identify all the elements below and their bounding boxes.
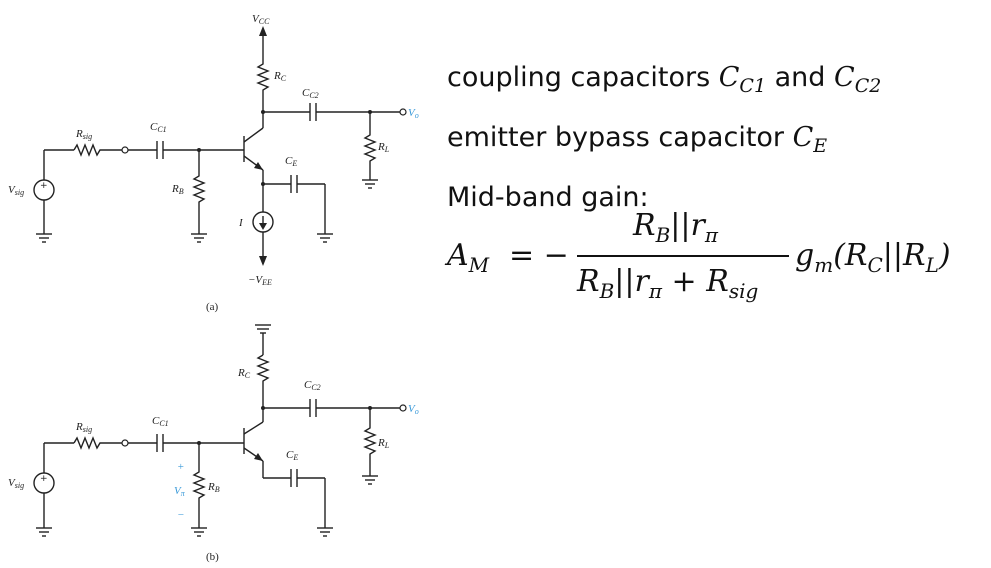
rsig-resistor xyxy=(73,143,122,157)
caption-a: (a) xyxy=(206,301,219,313)
vpi-minus: − xyxy=(177,509,184,521)
vsig-plus-b: + xyxy=(40,474,48,484)
rsig-label: Rsig xyxy=(75,128,92,141)
rc-resistor-b xyxy=(256,354,270,408)
vo-label-b: Vo xyxy=(408,403,419,416)
note-coupling-capacitors: coupling capacitors CC1 and CC2 xyxy=(447,62,882,97)
note-midband-gain-heading: Mid-band gain: xyxy=(447,182,649,213)
cc2-label-b: CC2 xyxy=(304,379,321,392)
rc-label: RC xyxy=(273,70,287,83)
cc1-label-b: CC1 xyxy=(152,415,169,428)
formula-denominator: RB||rπ + Rsig xyxy=(577,264,759,303)
vsig-label: Vsig xyxy=(8,184,24,197)
vpi-plus: + xyxy=(177,461,184,473)
vcc-label: VCC xyxy=(252,13,270,26)
i-label: I xyxy=(238,217,244,229)
circuit-b: RC CC2 Vo RL CE Rsig CC1 xyxy=(8,324,419,563)
rb-resistor-b xyxy=(192,443,206,528)
rc-resistor xyxy=(256,60,270,112)
rsig-label-b: Rsig xyxy=(75,421,92,434)
rl-label-b: RL xyxy=(377,437,390,450)
cc1-label: CC1 xyxy=(150,121,167,134)
rl-resistor-b xyxy=(363,408,377,476)
caption-b: (b) xyxy=(206,551,219,563)
fraction-bar xyxy=(577,255,789,257)
rb-resistor xyxy=(192,150,206,234)
rl-label: RL xyxy=(377,141,390,154)
vsig-label-b: Vsig xyxy=(8,477,24,490)
rsig-resistor-b xyxy=(73,436,122,450)
formula-gm-term: gm(RC||RL) xyxy=(795,238,951,277)
formula-numerator: RB||rπ xyxy=(633,208,719,247)
rc-label-b: RC xyxy=(237,367,251,380)
note-bypass-capacitor: emitter bypass capacitor CE xyxy=(447,122,828,157)
vpi-label: Vπ xyxy=(174,485,186,498)
vo-label: Vo xyxy=(408,107,419,120)
ce-label: CE xyxy=(285,155,297,168)
formula-lhs: AM xyxy=(447,238,490,277)
vee-label: −VEE xyxy=(248,274,272,287)
rb-label-b: RB xyxy=(207,481,220,494)
notes-panel: coupling capacitors CC1 and CC2 emitter … xyxy=(447,52,987,303)
ce-label-b: CE xyxy=(286,449,298,462)
rl-resistor xyxy=(363,112,377,180)
amplifier-schematics: VCC RC CC2 Vo RL Rsig CC1 xyxy=(8,13,419,563)
vsig-plus: + xyxy=(40,181,48,191)
circuit-a: VCC RC CC2 Vo RL Rsig CC1 xyxy=(8,13,419,313)
formula-equals: = − xyxy=(509,238,569,273)
midband-gain-formula: AM = − RB||rπ RB||rπ + Rsig gm(RC||RL) xyxy=(447,208,987,318)
rb-label: RB xyxy=(171,183,184,196)
cc2-label: CC2 xyxy=(302,87,319,100)
